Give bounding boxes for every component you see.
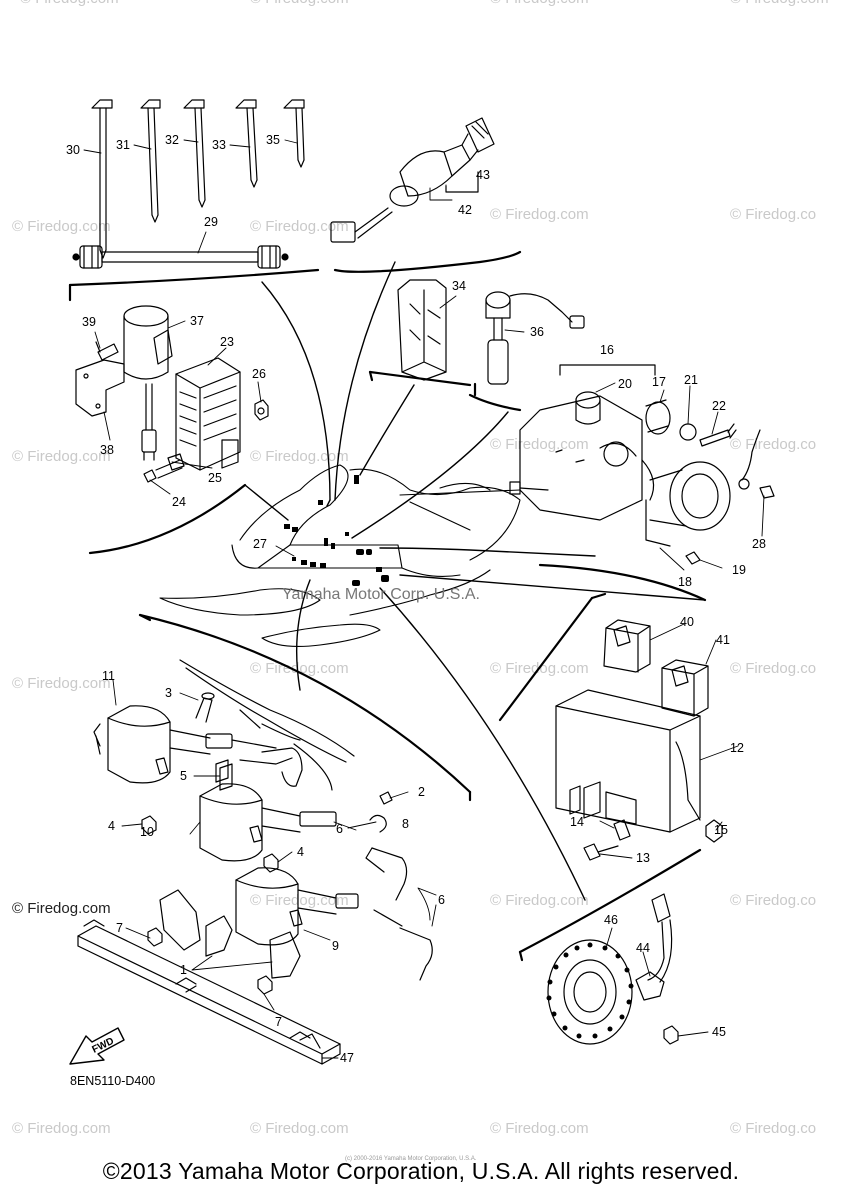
callout-8: 8	[402, 817, 409, 831]
callout-38: 38	[100, 443, 114, 457]
callout-29: 29	[204, 215, 218, 229]
callout-13: 13	[636, 851, 650, 865]
callout-1: 1	[180, 963, 187, 977]
callout-3: 3	[165, 686, 172, 700]
callout-43: 43	[476, 168, 490, 182]
callout-5: 5	[180, 769, 187, 783]
watermark: © Firedog.com	[490, 0, 589, 7]
manufacturer-mark: Yamaha Motor Corp. U.S.A.	[282, 586, 480, 603]
callout-39: 39	[82, 315, 96, 329]
main-switch	[330, 117, 495, 243]
watermark: © Firedog.com	[250, 218, 349, 235]
callout-7a: 7	[116, 921, 123, 935]
callout-21: 21	[684, 373, 698, 387]
callout-numbers: 30 31 32 33 35 29 43 42 34 36 37 39 23 2…	[66, 133, 766, 1065]
callout-45: 45	[712, 1025, 726, 1039]
callout-26: 26	[252, 367, 266, 381]
callout-28: 28	[752, 537, 766, 551]
rotor-holes	[546, 942, 634, 1039]
callout-47: 47	[340, 1051, 354, 1065]
watermark: © Firedog.com	[730, 0, 829, 7]
watermark: © Firedog.com	[20, 0, 119, 7]
cdi-group	[555, 619, 723, 861]
watermark: © Firedog.com	[490, 436, 589, 453]
callout-42: 42	[458, 203, 472, 217]
callout-2: 2	[418, 785, 425, 799]
callout-35: 35	[266, 133, 280, 147]
callout-31: 31	[116, 138, 130, 152]
callout-41: 41	[716, 633, 730, 647]
fwd-arrow	[69, 1027, 125, 1065]
starter-assembly	[509, 364, 775, 565]
callout-19: 19	[732, 563, 746, 577]
callout-16: 16	[600, 343, 614, 357]
callout-17: 17	[652, 375, 666, 389]
callout-6a: 6	[336, 822, 343, 836]
watermark: © Firedog.com	[12, 218, 111, 235]
callout-leaders	[83, 139, 765, 1059]
cable-ties	[72, 99, 305, 269]
watermark: © Firedog.com	[250, 0, 349, 7]
callout-4b: 4	[297, 845, 304, 859]
callout-40: 40	[680, 615, 694, 629]
callout-44: 44	[636, 941, 650, 955]
callout-11: 11	[102, 669, 115, 683]
callout-7b: 7	[275, 1015, 282, 1029]
watermark: © Firedog.com	[490, 206, 589, 223]
callout-18: 18	[678, 575, 692, 589]
section-dividers	[68, 250, 707, 962]
watermark-dark: © Firedog.com	[12, 900, 111, 917]
callout-10: 10	[140, 825, 154, 839]
harness-connectors	[284, 475, 389, 586]
callout-37: 37	[190, 314, 204, 328]
watermark: © Firedog.com	[250, 448, 349, 465]
watermark: © Firedog.com	[12, 675, 111, 692]
callout-23: 23	[220, 335, 234, 349]
watermark: © Firedog.com	[12, 1120, 111, 1137]
watermark: © Firedog.com	[12, 448, 111, 465]
callout-4a: 4	[108, 819, 115, 833]
watermark: © Firedog.co	[730, 892, 817, 909]
tiny-copyright: (c) 2000-2016 Yamaha Motor Corporation, …	[345, 1156, 477, 1162]
callout-14: 14	[570, 815, 584, 829]
drawing-code: 8EN5110-D400	[70, 1074, 156, 1088]
callout-9: 9	[332, 939, 339, 953]
callout-25: 25	[208, 471, 222, 485]
callout-36: 36	[530, 325, 544, 339]
copyright-footer: ©2013 Yamaha Motor Corporation, U.S.A. A…	[102, 1158, 740, 1184]
fuse-holder	[397, 279, 585, 385]
watermark: © Firedog.co	[730, 206, 817, 223]
callout-12: 12	[730, 741, 744, 755]
callout-15: 15	[714, 823, 728, 837]
watermark: © Firedog.com	[490, 1120, 589, 1137]
speed-sensor-group	[547, 893, 679, 1045]
callout-32: 32	[165, 133, 179, 147]
watermark: © Firedog.com	[250, 660, 349, 677]
ignition-coils	[77, 659, 433, 1065]
callout-34: 34	[452, 279, 466, 293]
callout-27: 27	[253, 537, 267, 551]
callout-22: 22	[712, 399, 726, 413]
watermark: © Firedog.co	[730, 436, 817, 453]
watermark: © Firedog.co	[730, 1120, 817, 1137]
callout-20: 20	[618, 377, 632, 391]
callout-6b: 6	[438, 893, 445, 907]
callout-33: 33	[212, 138, 226, 152]
watermark: © Firedog.com	[490, 892, 589, 909]
callout-24: 24	[172, 495, 186, 509]
rectifier-group	[75, 305, 269, 483]
fwd-label: FWD	[90, 1036, 115, 1056]
leader-lines	[244, 261, 706, 901]
watermark: © Firedog.com	[250, 892, 349, 909]
snowmobile-outline	[159, 464, 521, 647]
callout-46: 46	[604, 913, 618, 927]
watermark: © Firedog.co	[730, 660, 817, 677]
watermark: © Firedog.com	[250, 1120, 349, 1137]
callout-30: 30	[66, 143, 80, 157]
